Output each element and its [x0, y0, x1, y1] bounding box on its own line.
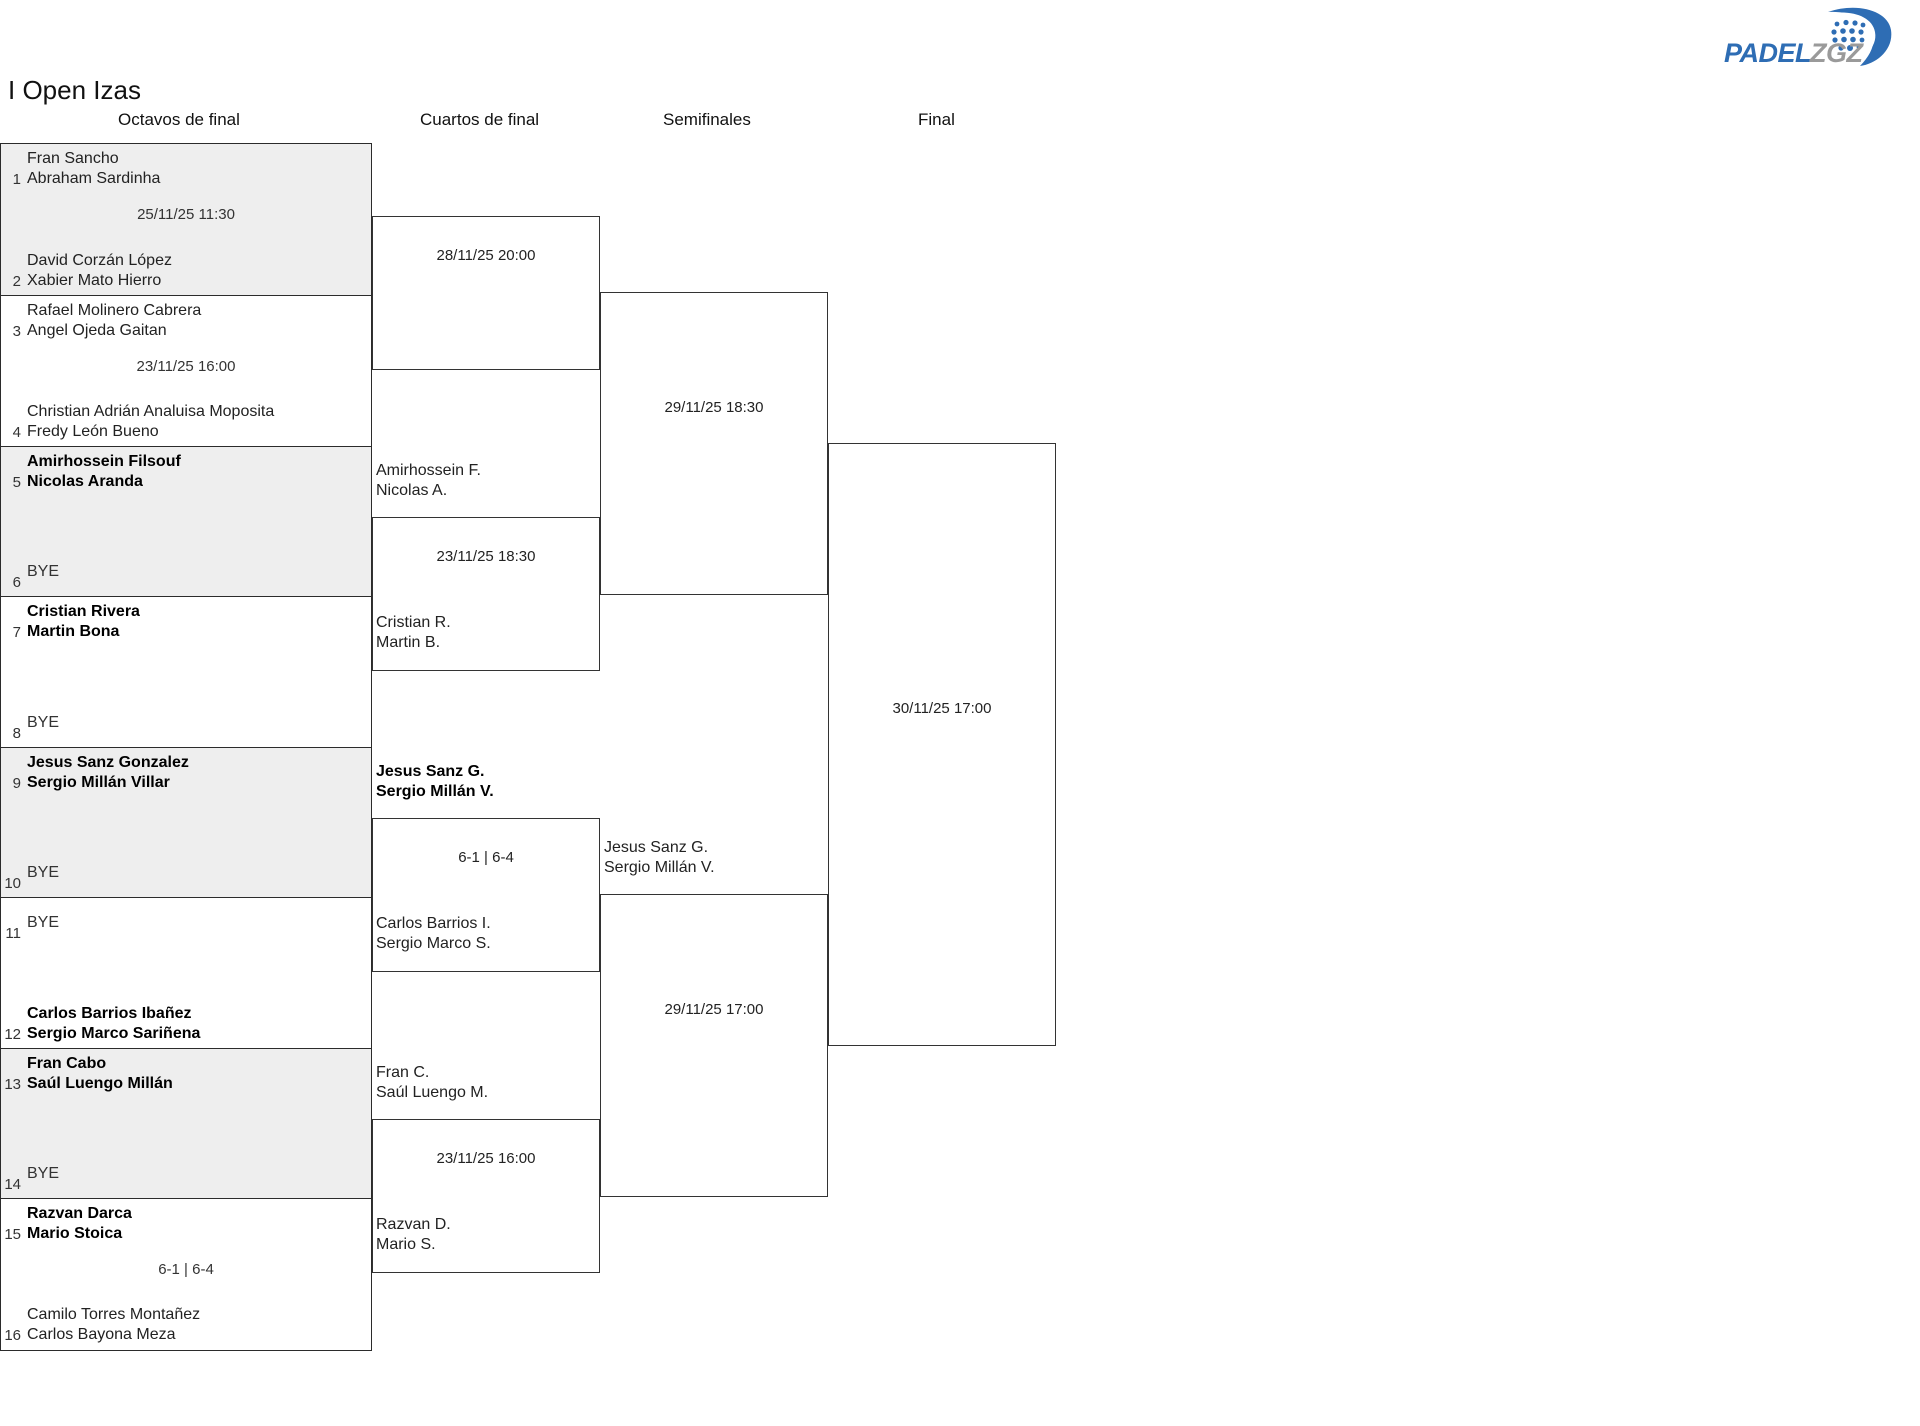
team-names: Jesus Sanz Gonzalez Sergio Millán Villar: [27, 754, 189, 791]
advancing-team-r2-4-top: Fran C. Saúl Luengo M.: [376, 1064, 489, 1101]
team-names: Razvan Darca Mario Stoica: [27, 1205, 132, 1242]
seed-entry[interactable]: 10 BYE: [1, 852, 371, 894]
seed-number: 1: [12, 171, 21, 188]
team-names: BYE: [27, 864, 60, 881]
match-block-r1-8[interactable]: 15 Razvan Darca Mario Stoica 6-1 | 6-4 1…: [0, 1198, 372, 1351]
seed-number: 15: [4, 1226, 21, 1243]
advancing-team-r2-3-top: Jesus Sanz G. Sergio Millán V.: [376, 763, 494, 800]
seed-entry[interactable]: 16 Camilo Torres Montañez Carlos Bayona …: [1, 1304, 371, 1346]
seed-number: 6: [12, 574, 21, 591]
seed-number: 7: [12, 624, 21, 641]
seed-entry[interactable]: 14 BYE: [1, 1153, 371, 1195]
team-names: BYE: [27, 914, 60, 931]
seed-entry[interactable]: 1 Fran Sancho Abraham Sardinha: [1, 148, 371, 190]
match-block-r1-2[interactable]: 3 Rafael Molinero Cabrera Angel Ojeda Ga…: [0, 295, 372, 448]
connector-box-r2-4: [372, 1119, 600, 1273]
team-names: Fran Cabo Saúl Luengo Millán: [27, 1055, 173, 1092]
team-names: David Corzán López Xabier Mato Hierro: [27, 252, 172, 289]
seed-number: 14: [4, 1176, 21, 1193]
advancing-team-r2-2-top: Amirhossein F. Nicolas A.: [376, 462, 481, 499]
seed-entry[interactable]: 5 Amirhossein Filsouf Nicolas Aranda: [1, 451, 371, 493]
seed-entry[interactable]: 3 Rafael Molinero Cabrera Angel Ojeda Ga…: [1, 300, 371, 342]
round-header-semifinales: Semifinales: [663, 110, 751, 129]
seed-entry[interactable]: 6 BYE: [1, 551, 371, 593]
padelzgz-logo: PADEL ZGZ: [1710, 4, 1900, 76]
match-block-r1-5[interactable]: 9 Jesus Sanz Gonzalez Sergio Millán Vill…: [0, 747, 372, 899]
connector-box-r2-1: [372, 216, 600, 370]
match-meta: 23/11/25 16:00: [136, 358, 236, 375]
team-names: Cristian Rivera Martin Bona: [27, 603, 140, 640]
tournament-name: I Open Izas: [8, 75, 141, 105]
team-names: Camilo Torres Montañez Carlos Bayona Mez…: [27, 1306, 201, 1343]
team-names: BYE: [27, 1165, 60, 1182]
match-block-r1-6[interactable]: 11 BYE 12 Carlos Barrios Ibañez Sergio M…: [0, 897, 372, 1050]
match-block-r1-4[interactable]: 7 Cristian Rivera Martin Bona 8 BYE: [0, 596, 372, 749]
seed-entry[interactable]: 8 BYE: [1, 702, 371, 744]
team-names: Christian Adrián Analuisa Moposita Fredy…: [27, 403, 275, 440]
seed-entry[interactable]: 13 Fran Cabo Saúl Luengo Millán: [1, 1053, 371, 1095]
logo-word-zgz: ZGZ: [1809, 38, 1864, 68]
connector-box-r3-2: [600, 894, 828, 1197]
seed-number: 3: [12, 323, 21, 340]
seed-entry[interactable]: 2 David Corzán López Xabier Mato Hierro: [1, 250, 371, 292]
seed-entry[interactable]: 4 Christian Adrián Analuisa Moposita Fre…: [1, 401, 371, 443]
seed-entry[interactable]: 15 Razvan Darca Mario Stoica: [1, 1203, 371, 1245]
team-names: Carlos Barrios Ibañez Sergio Marco Sariñ…: [27, 1005, 201, 1042]
seed-number: 10: [4, 875, 21, 892]
seed-number: 13: [4, 1076, 21, 1093]
logo-word-padel: PADEL: [1724, 38, 1811, 68]
seed-entry[interactable]: 9 Jesus Sanz Gonzalez Sergio Millán Vill…: [1, 752, 371, 794]
team-names: Rafael Molinero Cabrera Angel Ojeda Gait…: [27, 302, 202, 339]
seed-number: 4: [12, 424, 21, 441]
round-header-cuartos: Cuartos de final: [420, 110, 540, 129]
seed-entry[interactable]: 7 Cristian Rivera Martin Bona: [1, 601, 371, 643]
advancing-team-r2-2-bottom: Cristian R. Martin B.: [376, 614, 451, 651]
match-block-r1-7[interactable]: 13 Fran Cabo Saúl Luengo Millán 14 BYE: [0, 1048, 372, 1200]
seed-entry[interactable]: 12 Carlos Barrios Ibañez Sergio Marco Sa…: [1, 1003, 371, 1045]
seed-number: 8: [12, 725, 21, 742]
connector-box-r2-2: [372, 517, 600, 671]
team-names: BYE: [27, 714, 60, 731]
seed-number: 12: [4, 1026, 21, 1043]
team-names: BYE: [27, 563, 60, 580]
seed-number: 16: [4, 1327, 21, 1344]
match-block-r1-3[interactable]: 5 Amirhossein Filsouf Nicolas Aranda 6 B…: [0, 446, 372, 598]
seed-number: 9: [12, 775, 21, 792]
padel-racquet-icon: PADEL ZGZ: [1724, 7, 1892, 68]
advancing-team-r2-3-bottom: Carlos Barrios I. Sergio Marco S.: [376, 915, 491, 952]
advancing-team-r3-2-top: Jesus Sanz G. Sergio Millán V.: [604, 839, 715, 876]
match-meta: 25/11/25 11:30: [137, 206, 235, 223]
advancing-team-r2-4-bottom: Razvan D. Mario S.: [376, 1216, 451, 1253]
connector-box-r2-3: [372, 818, 600, 972]
connector-box-r4-1: [828, 443, 1056, 1046]
round-header-final: Final: [918, 110, 955, 129]
team-names: Amirhossein Filsouf Nicolas Aranda: [27, 453, 181, 490]
connector-box-r3-1: [600, 292, 828, 595]
match-meta: 6-1 | 6-4: [158, 1261, 214, 1278]
match-block-r1-1[interactable]: 1 Fran Sancho Abraham Sardinha 25/11/25 …: [0, 143, 372, 297]
team-names: Fran Sancho Abraham Sardinha: [27, 150, 161, 187]
seed-entry[interactable]: 11 BYE: [1, 902, 371, 944]
seed-number: 2: [12, 273, 21, 290]
seed-number: 11: [5, 925, 21, 942]
seed-number: 5: [12, 474, 21, 491]
round-header-octavos: Octavos de final: [118, 110, 240, 129]
